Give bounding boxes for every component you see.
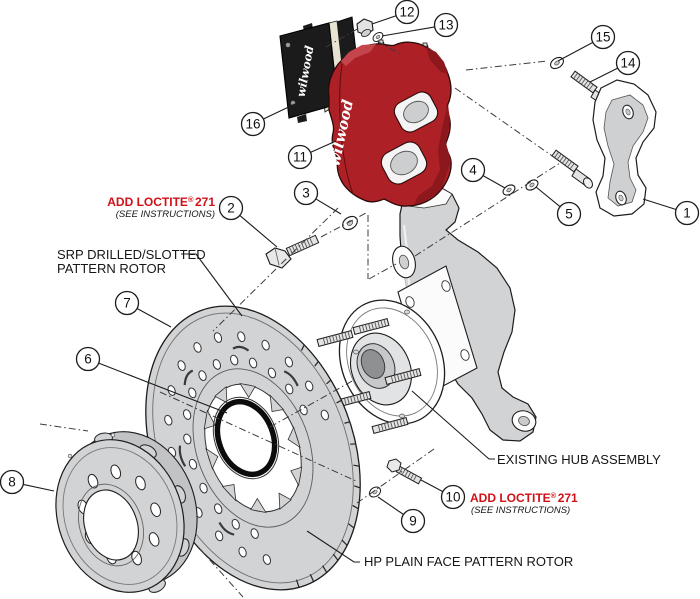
rotor-drive-tabs	[203, 382, 303, 514]
callout-number-4: 4	[469, 163, 477, 178]
callout-number-11: 11	[293, 150, 307, 165]
rotor-drill-holes	[164, 331, 330, 565]
bolt-10-head	[386, 458, 402, 473]
callout-2: 2	[218, 195, 278, 248]
callout-11: 11	[287, 140, 337, 170]
callout-13: 13	[381, 12, 459, 38]
rotor-bolt-9-10	[368, 458, 423, 498]
leader-existing-hub	[411, 390, 495, 460]
washer-3	[342, 215, 358, 231]
hat-center-bore	[83, 489, 139, 561]
annotations: ADD LOCTITE®271 (SEE INSTRUCTIONS) ADD L…	[57, 195, 661, 569]
callout-8: 8	[0, 469, 55, 495]
callout-number-5: 5	[565, 207, 573, 222]
callout-5: 5	[535, 186, 582, 227]
rotor-edge-slots	[295, 344, 361, 588]
callout-3: 3	[293, 180, 342, 215]
bracket-bolt-upper	[570, 70, 598, 94]
callout-10: 10	[420, 479, 466, 510]
callout-number-1: 1	[683, 206, 691, 221]
callout-number-13: 13	[438, 18, 453, 33]
callout-number-14: 14	[620, 56, 636, 71]
callout-1: 1	[642, 198, 700, 226]
callout-15: 15	[557, 24, 616, 62]
label-existing-hub: EXISTING HUB ASSEMBLY	[497, 452, 661, 467]
leader-srp-rotor	[181, 253, 243, 317]
label-see-instructions-bottom: (SEE INSTRUCTIONS)	[471, 505, 570, 516]
brake-caliper: wilwood	[325, 39, 452, 207]
leader-hp-rotor	[306, 530, 360, 563]
register-ring	[212, 396, 280, 480]
callout-number-15: 15	[595, 30, 610, 45]
callout-number-16: 16	[245, 117, 260, 132]
label-add-loctite-bottom: ADD LOCTITE®271	[470, 491, 578, 505]
rotor-slots	[178, 345, 299, 536]
bracket-bolt-lower	[551, 149, 579, 173]
label-see-instructions-top: (SEE INSTRUCTIONS)	[116, 209, 215, 220]
wheel-studs	[316, 318, 422, 434]
callout-16: 16	[240, 103, 296, 137]
caliper-mount-bracket	[592, 79, 657, 217]
drilled-slotted-rotor	[145, 305, 361, 591]
callout-number-9: 9	[409, 514, 417, 529]
assembly-axis-lines	[39, 27, 561, 598]
callout-4: 4	[460, 157, 506, 189]
callout-14: 14	[589, 50, 641, 83]
label-hp-rotor: HP PLAIN FACE PATTERN ROTOR	[364, 554, 573, 569]
callout-number-10: 10	[445, 490, 460, 505]
callout-number-8: 8	[8, 475, 16, 490]
callout-7: 7	[114, 290, 172, 328]
callout-9: 9	[377, 496, 426, 534]
hub-center-bore	[360, 349, 386, 379]
label-srp-rotor-line1: SRP DRILLED/SLOTTED	[57, 247, 206, 262]
hat-lug-holes	[77, 464, 161, 566]
callout-number-6: 6	[84, 352, 92, 367]
callout-6: 6	[75, 346, 228, 414]
callout-number-12: 12	[399, 5, 414, 20]
label-srp-rotor-line2: PATTERN ROTOR	[57, 261, 166, 276]
callout-12: 12	[371, 0, 420, 25]
callout-number-7: 7	[123, 296, 131, 311]
label-add-loctite-top: ADD LOCTITE®271	[107, 195, 215, 209]
callout-number-2: 2	[227, 201, 235, 216]
callout-number-3: 3	[302, 186, 310, 201]
rotor-hat	[55, 431, 198, 593]
mount-bolt-2	[265, 234, 320, 269]
